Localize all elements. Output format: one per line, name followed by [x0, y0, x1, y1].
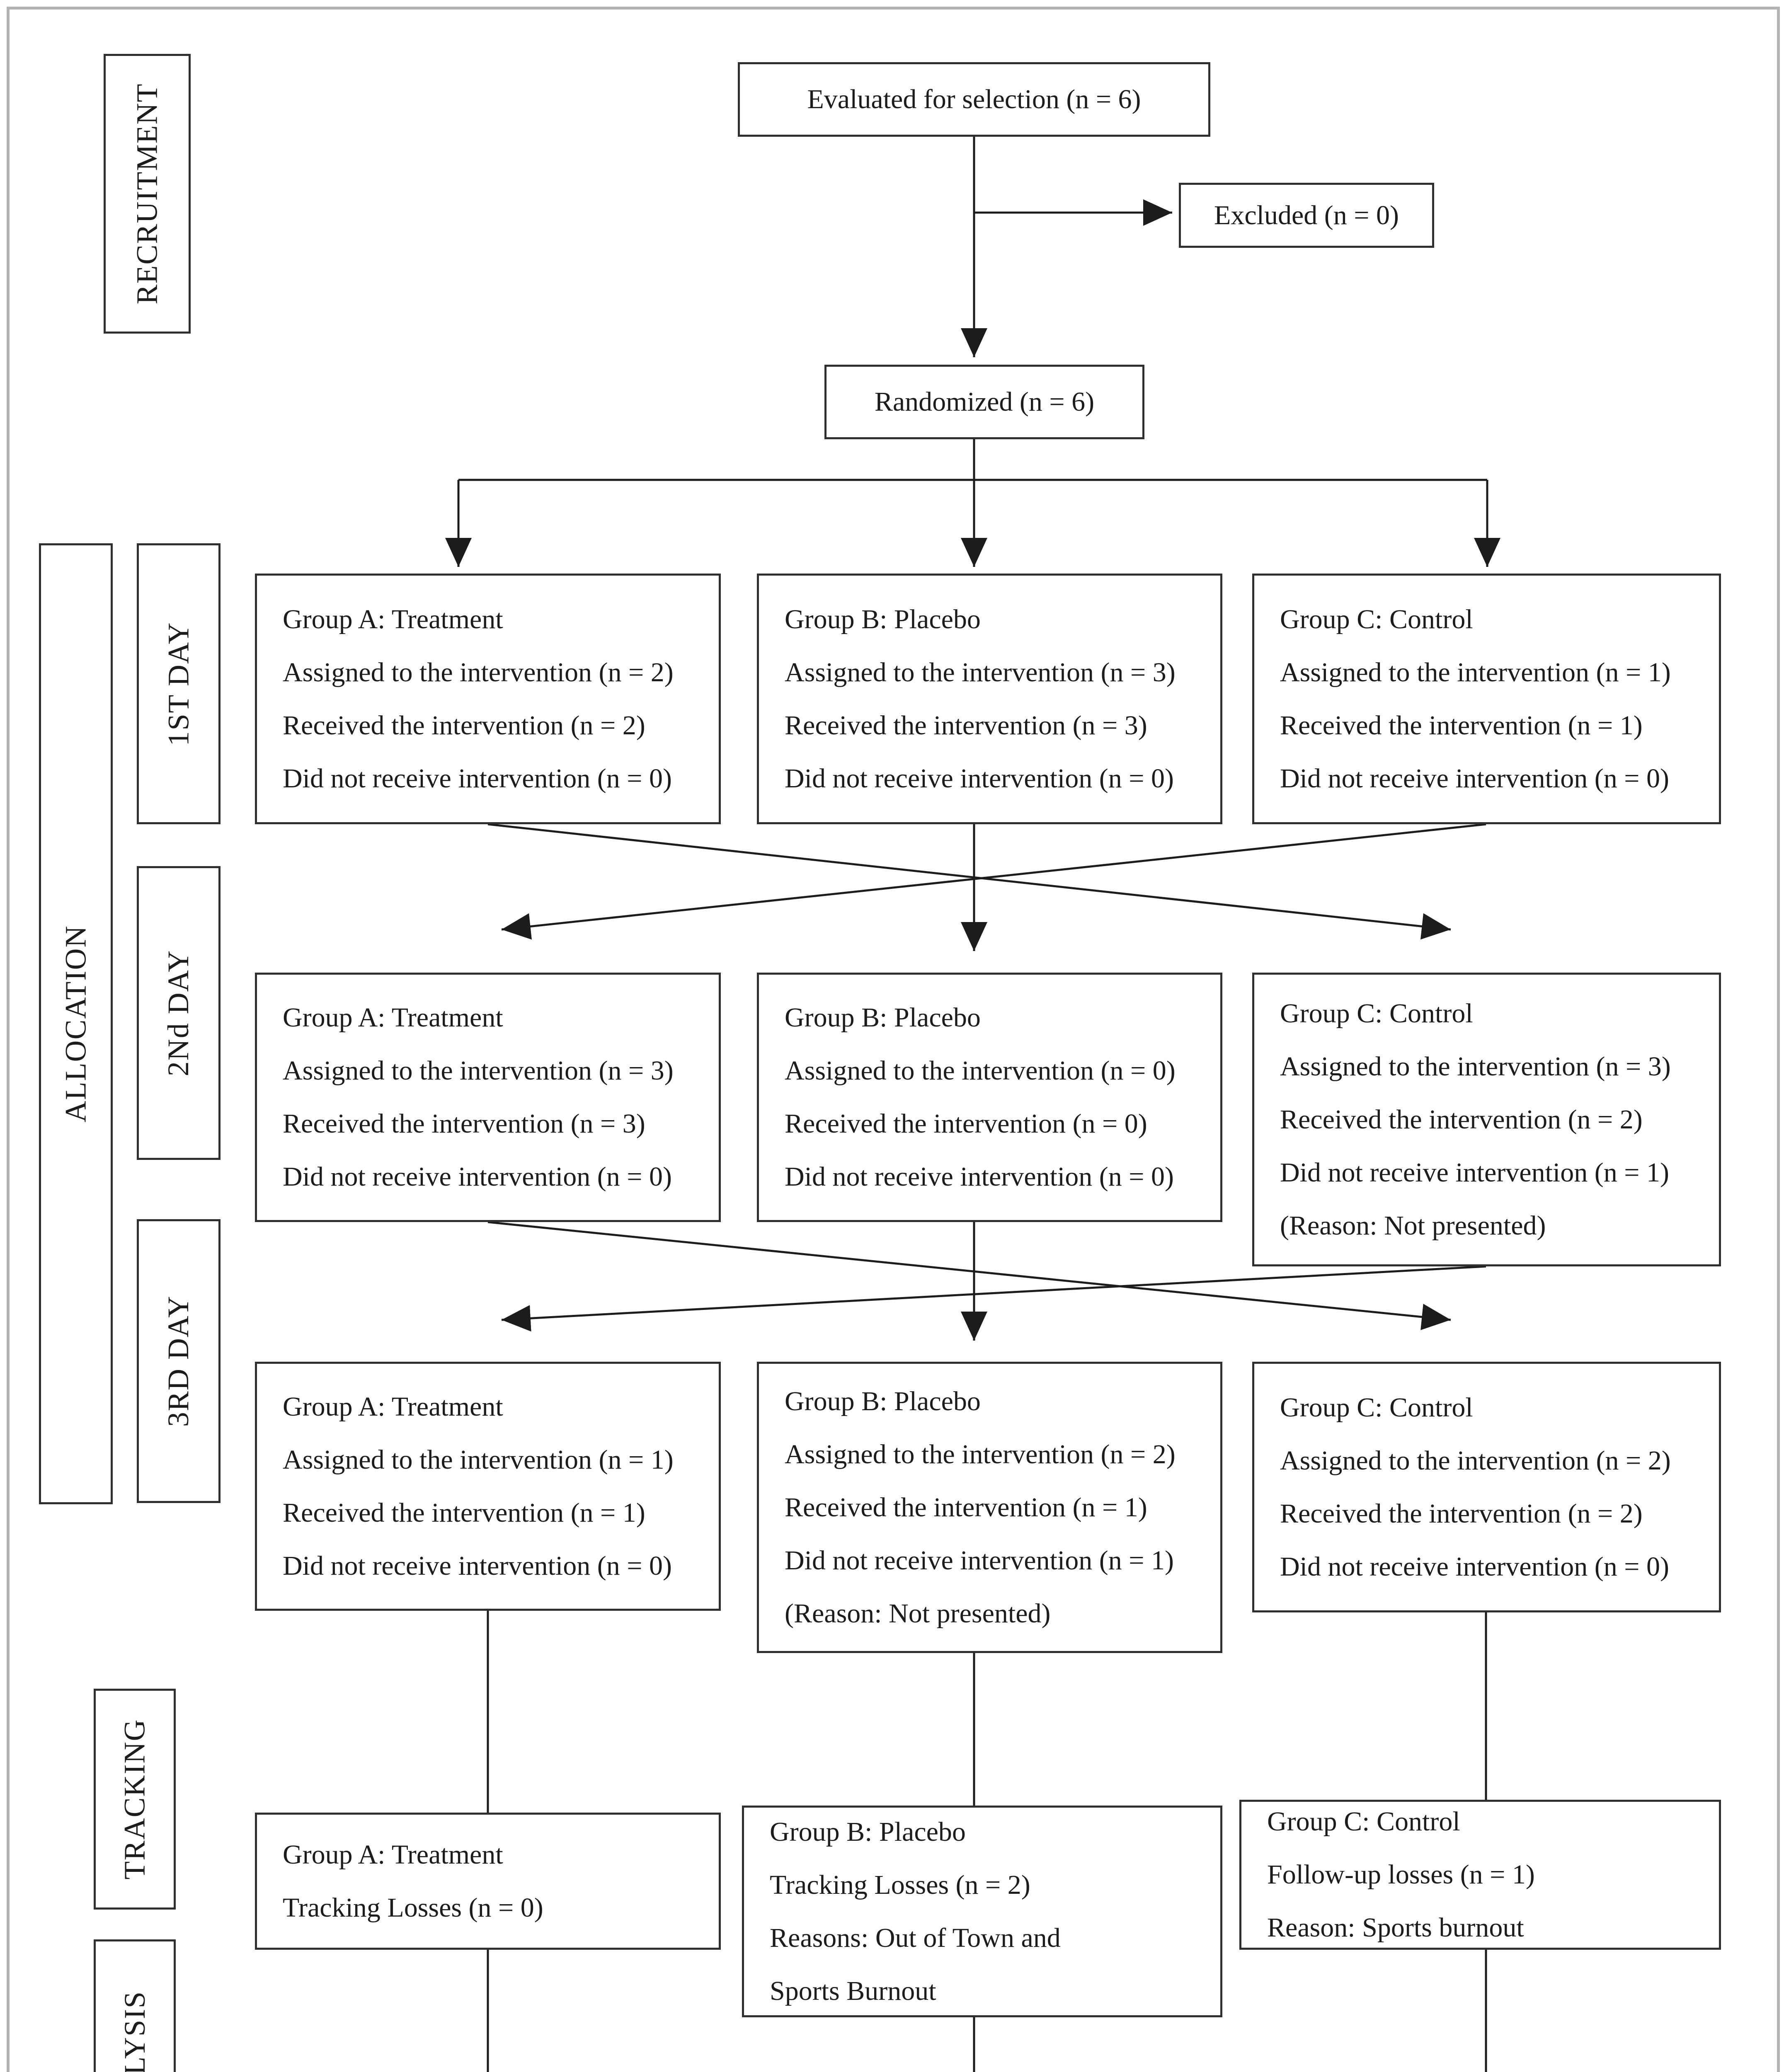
- box-day3-group-c-line-0: Group C: Control: [1280, 1392, 1473, 1423]
- box-day1-group-b-line-3: Did not receive intervention (n = 0): [785, 763, 1174, 794]
- box-day1-group-a-line-3: Did not receive intervention (n = 0): [283, 763, 672, 794]
- box-tracking-group-b-line-0: Group B: Placebo: [770, 1816, 966, 1847]
- box-day1-group-a-line-2: Received the intervention (n = 2): [283, 710, 645, 741]
- box-day2-group-a-line-2: Received the intervention (n = 3): [283, 1109, 645, 1139]
- stage-label-recruitment-text: RECRUITMENT: [130, 83, 164, 305]
- box-day2-group-c-line-2: Received the intervention (n = 2): [1280, 1104, 1643, 1135]
- stage-label-3rd-day: 3RD DAY: [137, 1219, 221, 1503]
- box-day1-group-c-line-1: Assigned to the intervention (n = 1): [1280, 657, 1671, 687]
- box-day3-group-a-line-0: Group A: Treatment: [283, 1391, 503, 1422]
- box-evaluated-for-selection: Evaluated for selection (n = 6): [738, 62, 1210, 137]
- box-day3-group-b-line-1: Assigned to the intervention (n = 2): [785, 1439, 1176, 1469]
- stage-label-1st-day: 1ST DAY: [137, 543, 221, 824]
- stage-label-1st-day-text: 1ST DAY: [162, 621, 195, 746]
- box-day2-group-b-line-1: Assigned to the intervention (n = 0): [785, 1055, 1176, 1086]
- box-day1-group-c-line-0: Group C: Control: [1280, 604, 1473, 634]
- stage-label-recruitment: RECRUITMENT: [104, 54, 191, 334]
- box-tracking-group-b-line-2: Reasons: Out of Town and: [770, 1922, 1061, 1953]
- stage-label-allocation: ALLOCATION: [39, 543, 113, 1504]
- box-day3-group-b-line-0: Group B: Placebo: [785, 1386, 981, 1416]
- box-tracking-group-c-line-1: Follow-up losses (n = 1): [1267, 1859, 1535, 1890]
- stage-label-2nd-day-text: 2Nd DAY: [162, 949, 195, 1077]
- box-day3-group-c-line-1: Assigned to the intervention (n = 2): [1280, 1445, 1671, 1476]
- box-day3-group-b-line-2: Received the intervention (n = 1): [785, 1492, 1147, 1523]
- stage-label-analysis: ANALYSIS: [94, 1939, 176, 2072]
- box-day2-group-c-line-4: (Reason: Not presented): [1280, 1210, 1546, 1241]
- box-tracking-group-a-line-0: Group A: Treatment: [283, 1839, 503, 1870]
- box-day2-group-c-line-3: Did not receive intervention (n = 1): [1280, 1157, 1669, 1188]
- box-day2-group-a-line-0: Group A: Treatment: [283, 1002, 503, 1033]
- box-tracking-group-c-line-2: Reason: Sports burnout: [1267, 1912, 1524, 1943]
- box-day2-group-c-line-0: Group C: Control: [1280, 998, 1473, 1029]
- box-day1-group-c-line-3: Did not receive intervention (n = 0): [1280, 763, 1669, 794]
- box-evaluated-text: Evaluated for selection (n = 6): [807, 84, 1141, 114]
- box-day3-group-a-line-3: Did not receive intervention (n = 0): [283, 1550, 672, 1581]
- box-day2-group-c-line-1: Assigned to the intervention (n = 3): [1280, 1051, 1671, 1082]
- box-tracking-group-b-line-1: Tracking Losses (n = 2): [770, 1869, 1030, 1900]
- stage-label-3rd-day-text: 3RD DAY: [162, 1295, 195, 1427]
- box-day1-group-a-line-0: Group A: Treatment: [283, 604, 503, 634]
- box-day1-group-c-line-2: Received the intervention (n = 1): [1280, 710, 1643, 741]
- box-day2-group-b-line-0: Group B: Placebo: [785, 1002, 981, 1033]
- stage-label-analysis-text: ANALYSIS: [118, 1990, 151, 2072]
- box-randomized: Randomized (n = 6): [824, 365, 1144, 439]
- box-tracking-group-b-line-3: Sports Burnout: [770, 1975, 936, 2006]
- stage-label-tracking-text: TRACKING: [118, 1719, 151, 1880]
- box-day1-group-a-line-1: Assigned to the intervention (n = 2): [283, 657, 674, 687]
- box-day2-group-b-line-3: Did not receive intervention (n = 0): [785, 1162, 1174, 1192]
- box-day1-group-b-line-0: Group B: Placebo: [785, 604, 981, 634]
- stage-label-tracking: TRACKING: [94, 1689, 176, 1910]
- box-day3-group-c-line-3: Did not receive intervention (n = 0): [1280, 1551, 1669, 1582]
- stage-label-allocation-text: ALLOCATION: [59, 925, 92, 1123]
- box-day2-group-a-line-3: Did not receive intervention (n = 0): [283, 1162, 672, 1192]
- box-tracking-group-a-line-1: Tracking Losses (n = 0): [283, 1892, 543, 1923]
- box-day3-group-b-line-3: Did not receive intervention (n = 1): [785, 1545, 1174, 1576]
- box-day3-group-a-line-1: Assigned to the intervention (n = 1): [283, 1444, 674, 1475]
- box-day2-group-a-line-1: Assigned to the intervention (n = 3): [283, 1055, 674, 1086]
- box-excluded: Excluded (n = 0): [1179, 183, 1434, 248]
- box-day3-group-a-line-2: Received the intervention (n = 1): [283, 1497, 645, 1528]
- box-tracking-group-c-line-0: Group C: Control: [1267, 1806, 1460, 1837]
- page-border: [7, 7, 1780, 2072]
- box-day1-group-b-line-2: Received the intervention (n = 3): [785, 710, 1147, 741]
- box-day1-group-b-line-1: Assigned to the intervention (n = 3): [785, 657, 1176, 687]
- box-excluded-text: Excluded (n = 0): [1214, 200, 1399, 230]
- box-day3-group-c-line-2: Received the intervention (n = 2): [1280, 1498, 1643, 1529]
- stage-label-2nd-day: 2Nd DAY: [137, 866, 221, 1160]
- box-day3-group-b-line-4: (Reason: Not presented): [785, 1598, 1051, 1629]
- box-randomized-text: Randomized (n = 6): [874, 387, 1095, 417]
- box-day2-group-b-line-2: Received the intervention (n = 0): [785, 1109, 1147, 1139]
